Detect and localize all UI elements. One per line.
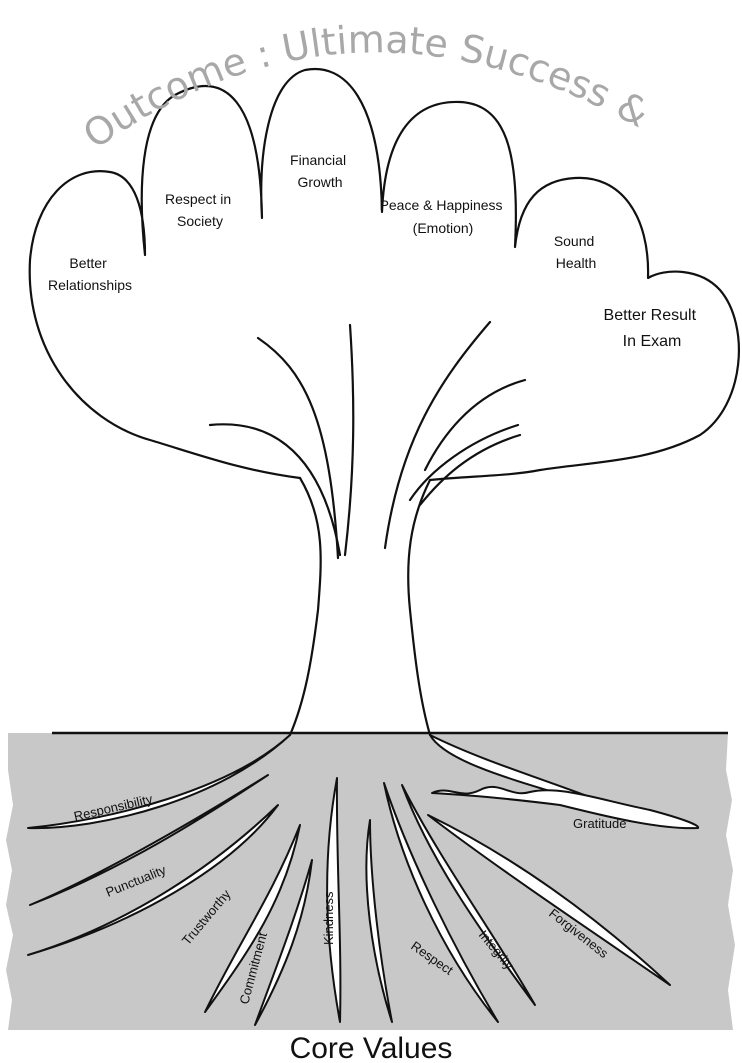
trunk-left xyxy=(288,476,322,737)
root-punctuality xyxy=(29,774,269,906)
branch xyxy=(343,323,355,557)
outcome-peace-happiness: Peace & Happiness (Emotion) xyxy=(380,197,507,236)
outcome-title: Outcome : Ultimate Success & Happiness xyxy=(0,0,667,157)
root-trustworthy xyxy=(27,804,279,956)
root-commitment-2 xyxy=(254,859,313,1026)
branch xyxy=(418,433,522,507)
value-gratitude: Gratitude xyxy=(573,816,626,831)
outcome-better-result-in-exam: Better Result In Exam xyxy=(604,307,701,350)
root-responsibility xyxy=(27,734,291,830)
branch xyxy=(423,378,527,472)
branch xyxy=(256,336,340,560)
outcome-sound-health: Sound Health xyxy=(554,233,598,271)
trunk-right xyxy=(407,478,432,737)
root-respect xyxy=(383,782,499,1023)
outcome-respect-in-society: Respect in Society xyxy=(165,191,235,229)
outcome-better-relationships: Better Relationships xyxy=(48,255,132,293)
outcome-financial-growth: Financial Growth xyxy=(290,152,350,190)
root-forgiveness xyxy=(427,814,671,986)
tree-canopy xyxy=(28,67,740,482)
branch xyxy=(383,320,492,550)
root-gratitude xyxy=(431,785,700,830)
diagram-caption: Core Values xyxy=(290,1032,453,1063)
value-kindness: Kindness xyxy=(321,891,336,945)
root-kindness-2 xyxy=(365,819,393,1023)
root-kindness xyxy=(326,777,342,1023)
root-integrity xyxy=(401,784,536,1006)
branch xyxy=(208,423,342,557)
root-commitment xyxy=(204,824,301,1013)
branch xyxy=(408,423,520,502)
